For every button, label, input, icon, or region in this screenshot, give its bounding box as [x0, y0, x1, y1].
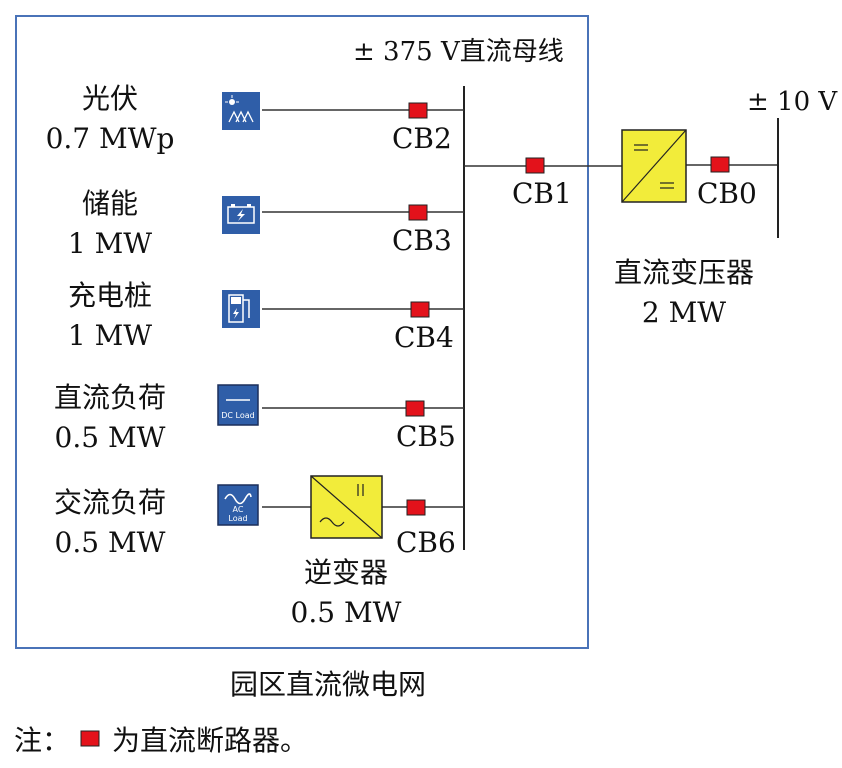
breaker-label-cb0: CB0 [697, 177, 757, 210]
dc-transformer-rating: 2 MW [642, 296, 726, 329]
svg-text:AC: AC [233, 505, 244, 514]
charging-pile-icon [222, 290, 260, 328]
inverter-icon [310, 475, 383, 539]
source-name-charger: 充电桩 [68, 279, 152, 312]
svg-text:Load: Load [228, 514, 247, 523]
source-name-storage: 储能 [82, 187, 138, 220]
breaker-label-cb2: CB2 [392, 122, 452, 155]
note-prefix: 注： [14, 724, 70, 757]
battery-icon [222, 196, 260, 234]
dc-load-icon: DC Load [217, 384, 259, 426]
breaker-label-cb1: CB1 [512, 177, 572, 210]
breaker-cb5 [405, 400, 425, 417]
breaker-cb6 [406, 499, 426, 516]
source-name-dc-load: 直流负荷 [54, 381, 166, 414]
source-rating-storage: 1 MW [68, 227, 152, 260]
ac-load-icon: AC Load [217, 484, 259, 526]
bus-label: ± 375 V直流母线 [353, 37, 564, 67]
breaker-cb1 [525, 157, 545, 174]
breaker-label-cb6: CB6 [396, 526, 456, 559]
source-name-pv: 光伏 [82, 82, 138, 115]
breaker-label-cb5: CB5 [396, 420, 456, 453]
source-rating-pv: 0.7 MWp [46, 122, 175, 155]
inverter-name: 逆变器 [304, 556, 388, 589]
grid-label: ± 10 V [747, 87, 838, 117]
source-rating-charger: 1 MW [68, 319, 152, 352]
inverter-rating: 0.5 MW [291, 596, 402, 629]
breaker-label-cb4: CB4 [394, 321, 454, 354]
breaker-label-cb3: CB3 [392, 224, 452, 257]
dc-transformer-icon [621, 129, 687, 203]
breaker-cb2 [408, 102, 428, 119]
microgrid-frame [15, 15, 589, 649]
source-rating-dc-load: 0.5 MW [55, 421, 166, 454]
microgrid-caption: 园区直流微电网 [230, 668, 426, 701]
source-rating-ac-load: 0.5 MW [55, 526, 166, 559]
breakers [405, 102, 730, 516]
breaker-cb4 [410, 301, 430, 318]
dc-transformer-name: 直流变压器 [614, 256, 754, 289]
breaker-cb0 [710, 156, 730, 173]
svg-text:DC Load: DC Load [221, 411, 254, 420]
note-text: 为直流断路器。 [112, 724, 308, 757]
source-name-ac-load: 交流负荷 [54, 486, 166, 519]
solar-panel-icon [222, 92, 260, 130]
note-breaker-symbol [80, 730, 100, 747]
breaker-cb3 [408, 204, 428, 221]
